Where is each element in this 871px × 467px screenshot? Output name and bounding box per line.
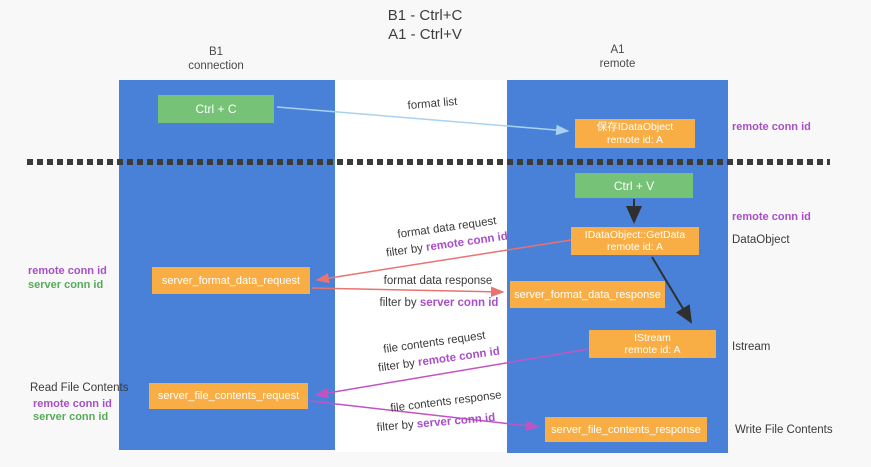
title-line-1: B1 - Ctrl+C — [387, 7, 463, 24]
istream-line2: remote id: A — [624, 344, 681, 356]
format-data-response-label: format data response — [383, 275, 493, 287]
read-file-contents-annotation: Read File Contents — [30, 382, 129, 394]
dashed-separator-line — [27, 159, 830, 165]
filter-by-text: filter by — [379, 297, 420, 309]
lane-b1-name: B1 — [208, 46, 224, 58]
left-bottom-conn-ids: remote conn id server conn id — [33, 398, 112, 424]
getdata-line1: IDataObject::GetData — [584, 228, 686, 241]
getdata-line2: remote id: A — [606, 241, 664, 253]
server-conn-id-highlight: server conn id — [419, 297, 499, 309]
istream-annotation: Istream — [732, 341, 771, 353]
istream-node: IStream remote id: A — [589, 330, 716, 358]
write-file-contents-annotation: Write File Contents — [735, 424, 833, 436]
server-file-contents-response-node: server_file_contents_response — [545, 417, 707, 442]
server-file-contents-request-node: server_file_contents_request — [149, 383, 308, 409]
dataobject-annotation: DataObject — [732, 234, 790, 246]
ctrl-v-node: Ctrl + V — [575, 173, 693, 198]
save-idataobject-line1: 保存IDataObject — [596, 121, 674, 133]
left-mid-conn-ids: remote conn id server conn id — [28, 264, 107, 292]
idataobject-getdata-node: IDataObject::GetData remote id: A — [571, 227, 699, 255]
server-format-data-request-label: server_format_data_request — [161, 274, 301, 287]
title-line-2: A1 - Ctrl+V — [388, 26, 462, 43]
lane-header-a1: A1 remote — [507, 44, 728, 71]
right-mid-remote-conn-id: remote conn id — [732, 211, 811, 223]
server-format-data-response-node: server_format_data_response — [510, 281, 665, 308]
lane-header-b1: B1 connection — [108, 46, 324, 73]
server-format-data-response-label: server_format_data_response — [514, 288, 661, 301]
save-idataobject-node: 保存IDataObject remote id: A — [575, 119, 695, 148]
server-format-data-request-node: server_format_data_request — [152, 267, 310, 294]
server-file-contents-response-label: server_file_contents_response — [551, 423, 701, 436]
istream-line1: IStream — [634, 331, 671, 344]
lane-a1-role: remote — [599, 57, 636, 70]
format-data-response-filter-label: filter by server conn id — [375, 297, 503, 309]
left-bottom-remote-conn-id: remote conn id — [33, 398, 112, 410]
ctrl-c-node: Ctrl + C — [158, 95, 274, 123]
lane-a1-name: A1 — [610, 44, 625, 56]
right-top-remote-conn-id: remote conn id — [732, 121, 811, 133]
diagram-title: B1 - Ctrl+C A1 - Ctrl+V — [300, 6, 550, 44]
left-mid-remote-conn-id: remote conn id — [28, 265, 107, 277]
save-idataobject-line2: remote id: A — [606, 133, 664, 146]
left-mid-server-conn-id: server conn id — [28, 279, 104, 291]
lane-b1-role: connection — [188, 59, 244, 72]
server-file-contents-request-label: server_file_contents_request — [157, 390, 300, 402]
left-bottom-server-conn-id: server conn id — [33, 411, 109, 423]
ctrl-c-label: Ctrl + C — [195, 102, 237, 116]
ctrl-v-label: Ctrl + V — [613, 178, 655, 193]
